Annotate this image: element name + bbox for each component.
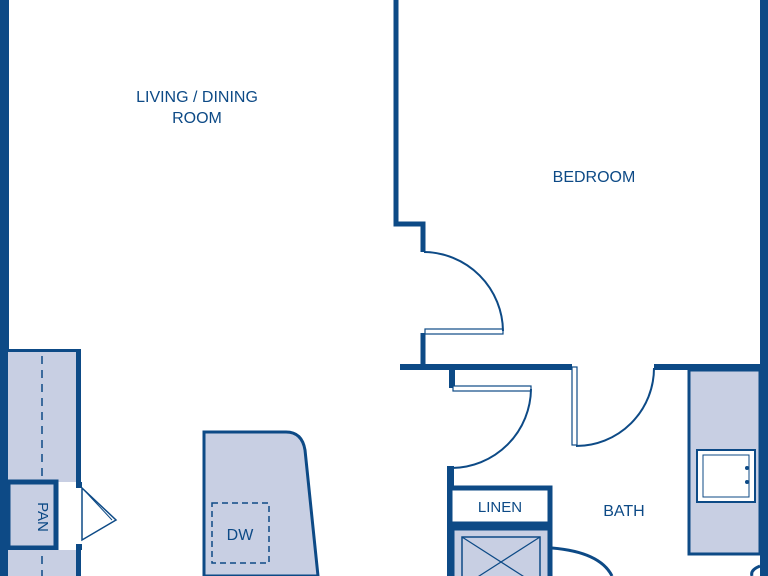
- bedroom-door-swing: [423, 251, 504, 332]
- pantry-label: PAN: [34, 502, 51, 532]
- bath-door-leaf: [571, 366, 578, 446]
- kitchen-counter-lower: [8, 550, 78, 576]
- shower-inner: [461, 536, 541, 576]
- hall-door-leaf: [452, 385, 532, 392]
- living-room-label-line2: ROOM: [172, 110, 222, 127]
- toilet: [551, 546, 614, 576]
- bedroom-partition-wall: [393, 0, 426, 252]
- pantry-door: [81, 486, 118, 542]
- pantry-door-jamb-bottom: [76, 544, 82, 550]
- hall-wall-stub: [449, 368, 455, 388]
- faucet-handle-bottom: [745, 480, 749, 484]
- bath-door-swing: [575, 367, 655, 447]
- shower: [449, 525, 553, 576]
- dishwasher-label: DW: [227, 527, 255, 544]
- linen-label: LINEN: [478, 499, 522, 516]
- sink-basin-inner: [702, 454, 750, 498]
- bedroom-door-leaf: [424, 328, 504, 335]
- dishwasher: [211, 502, 270, 564]
- left-exterior-wall: [0, 0, 9, 576]
- kitchen-wall-right: [76, 349, 81, 484]
- bedroom-label: BEDROOM: [553, 169, 636, 186]
- living-room-label-line1: LIVING / DINING: [136, 89, 258, 106]
- right-exterior-wall: [760, 0, 768, 576]
- shower-cross: [461, 536, 541, 576]
- toilet-edge: [750, 564, 761, 576]
- bedroom-bath-wall-left: [400, 364, 572, 370]
- pantry-door-swing: [83, 489, 113, 521]
- kitchen-island: [202, 430, 320, 576]
- bedroom-bath-wall-right: [654, 364, 760, 370]
- kitchen-wall-top: [8, 349, 80, 354]
- pantry-door-jamb-top: [76, 482, 82, 488]
- kitchen-counter-left: [8, 352, 78, 482]
- faucet-handle-top: [745, 466, 749, 470]
- pantry: [5, 479, 59, 551]
- hall-door-swing: [451, 388, 532, 469]
- sink-basin: [696, 449, 756, 503]
- kitchen-wall-right-lower: [76, 550, 81, 576]
- linen-closet: [447, 485, 553, 527]
- bath-label: BATH: [603, 503, 644, 520]
